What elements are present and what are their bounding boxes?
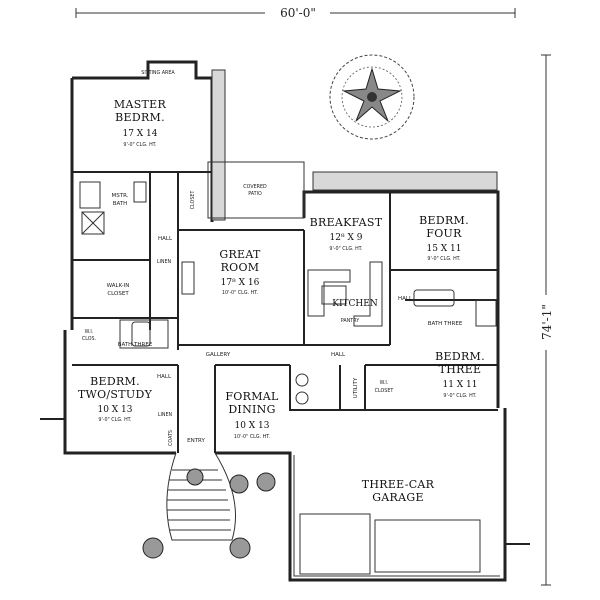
planter-right: [312, 171, 498, 191]
great-room-size: 17⁸ X 16: [221, 278, 260, 288]
great-room-name-2: ROOM: [221, 261, 260, 274]
linen-label: LINEN: [157, 259, 172, 265]
garage-name: THREE-CAR: [362, 478, 435, 491]
kitchen-label: KITCHEN: [332, 299, 378, 309]
formal-dining-size: 10 X 13: [234, 421, 269, 431]
great-room-name: GREAT: [219, 248, 261, 261]
bedroom-four-size: 15 X 11: [426, 244, 461, 254]
master-bath-label-2: BATH: [113, 201, 128, 207]
bedroom-three-name-2: THREE: [439, 363, 482, 376]
planter-left: [211, 69, 226, 221]
depth-dimension: 74'-1": [540, 304, 554, 340]
wi-closet-label-a: W.I.: [85, 329, 94, 335]
hall-label: HALL: [158, 236, 173, 242]
hall-label-d: HALL: [331, 352, 346, 358]
exterior-posts: [40, 418, 530, 545]
wi-closet-label-a-2: CLOS.: [82, 336, 96, 342]
gallery-label: GALLERY: [206, 352, 231, 358]
breakfast-size: 12⁸ X 9: [330, 233, 363, 243]
great-room-ceiling: 10'-0" CLG. HT.: [222, 290, 258, 296]
breakfast-name: BREAKFAST: [310, 216, 383, 229]
covered-patio-label: COVERED: [243, 184, 267, 190]
bedroom-three-name: BEDRM.: [435, 350, 485, 363]
master-bedroom-size: 17 X 14: [122, 129, 157, 139]
bedroom-three-size: 11 X 11: [442, 380, 477, 390]
hall-label-c: HALL: [157, 374, 172, 380]
tree-icon: [329, 54, 415, 140]
walk-in-closet-label-2: CLOSET: [107, 291, 129, 297]
bedroom-three-ceiling: 9'-0" CLG. HT.: [443, 393, 476, 399]
bedroom-four-name-2: FOUR: [426, 227, 462, 240]
closet-label: CLOSET: [190, 191, 196, 210]
interior-walls: [72, 171, 498, 453]
depth-dimension-line: [541, 54, 551, 586]
master-bedroom-name: MASTER: [114, 98, 167, 111]
master-bedroom-ceiling: 9'-0" CLG. HT.: [123, 142, 156, 148]
bedroom-two-name-2: TWO/STUDY: [78, 388, 153, 401]
hall-label-b: HALL: [398, 296, 413, 302]
wi-closet-label-b-2: CLOSET: [375, 388, 394, 394]
covered-patio-label-2: PATIO: [248, 191, 262, 197]
coats-label: COATS: [168, 430, 174, 446]
formal-dining-ceiling: 10'-0" CLG. HT.: [234, 434, 270, 440]
bedroom-two-size: 10 X 13: [97, 405, 132, 415]
pantry-label: PANTRY: [341, 318, 359, 324]
bath-three-label: BATH THREE: [428, 321, 463, 327]
bath-three-label-b: BATH THREE: [118, 342, 153, 348]
entry-steps: [166, 452, 237, 541]
breakfast-ceiling: 9'-0" CLG. HT.: [329, 246, 362, 252]
width-dimension: 60'-0": [280, 6, 316, 20]
bedroom-four-ceiling: 9'-0" CLG. HT.: [427, 256, 460, 262]
master-bedroom-name-2: BEDRM.: [115, 111, 165, 124]
garage-doors: [299, 513, 481, 575]
covered-patio-outline: [207, 161, 305, 219]
wi-closet-label-b: W.I.: [380, 380, 389, 386]
utility-label: UTILITY: [353, 377, 359, 398]
width-dimension-line: [75, 8, 516, 18]
shrub-icon: [142, 468, 276, 559]
bedroom-two-ceiling: 9'-0" CLG. HT.: [98, 417, 131, 423]
bedroom-four-name: BEDRM.: [419, 214, 469, 227]
bedroom-two-name: BEDRM.: [90, 375, 140, 388]
fixtures: [79, 181, 497, 405]
formal-dining-name: FORMAL: [225, 390, 279, 403]
sitting-area-label: SITTING AREA: [141, 70, 175, 76]
walk-in-closet-label: WALK-IN: [107, 283, 130, 289]
entry-label: ENTRY: [187, 438, 205, 444]
master-bath-label: MSTR.: [112, 193, 129, 199]
linen-label-b: LINEN: [158, 412, 173, 418]
formal-dining-name-2: DINING: [228, 403, 275, 416]
garage-name-2: GARAGE: [372, 491, 424, 504]
